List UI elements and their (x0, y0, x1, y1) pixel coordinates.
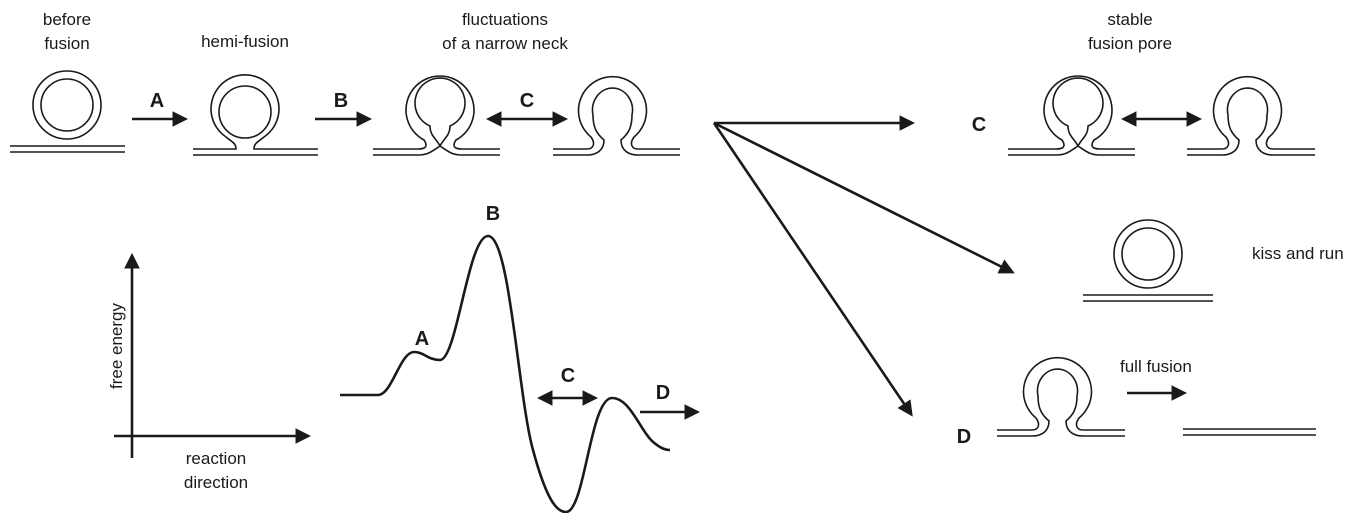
energy-label-c: C (561, 365, 575, 387)
vesicle-full-fusion-open (997, 356, 1125, 437)
vesicle-stable-pore-closed (1008, 75, 1135, 156)
arrow-to-full-fusion (712, 122, 913, 417)
x-axis-label-line2: direction (184, 473, 248, 492)
energy-label-d: D (656, 382, 670, 404)
vesicle-before-fusion (10, 70, 125, 153)
free-energy-curve (340, 234, 671, 514)
vesicle-stable-pore-open (1187, 75, 1315, 156)
fluctuations-label-line2: of a narrow neck (442, 34, 568, 53)
hemi-fusion-label: hemi-fusion (201, 32, 289, 51)
step-d-label-right: D (957, 426, 971, 448)
y-axis-label: free energy (107, 303, 126, 389)
kiss-and-run-label: kiss and run (1252, 244, 1344, 263)
arrow-to-kiss-and-run (713, 121, 1015, 274)
flat-membrane-after-fusion (1183, 428, 1316, 436)
before-fusion-label-line1: before (43, 10, 91, 29)
vesicle-hemi-fusion (193, 74, 318, 156)
step-c-label: C (520, 90, 534, 112)
vesicle-narrow-neck-closed (373, 75, 500, 156)
before-fusion-label-line2: fusion (44, 34, 89, 53)
energy-axes (114, 252, 312, 458)
vesicle-narrow-neck-open (553, 75, 680, 156)
stable-pore-label-line1: stable (1107, 10, 1152, 29)
stable-pore-label-line2: fusion pore (1088, 34, 1172, 53)
x-axis-label-line1: reaction (186, 449, 246, 468)
energy-label-b: B (486, 203, 500, 225)
energy-label-a: A (415, 328, 429, 350)
step-b-label: B (334, 90, 348, 112)
branch-arrows (712, 115, 1015, 417)
vesicle-kiss-and-run (1083, 219, 1213, 302)
full-fusion-label: full fusion (1120, 357, 1192, 376)
step-c-label-right: C (972, 114, 986, 136)
step-a-label: A (150, 90, 164, 112)
fluctuations-label-line1: fluctuations (462, 10, 548, 29)
